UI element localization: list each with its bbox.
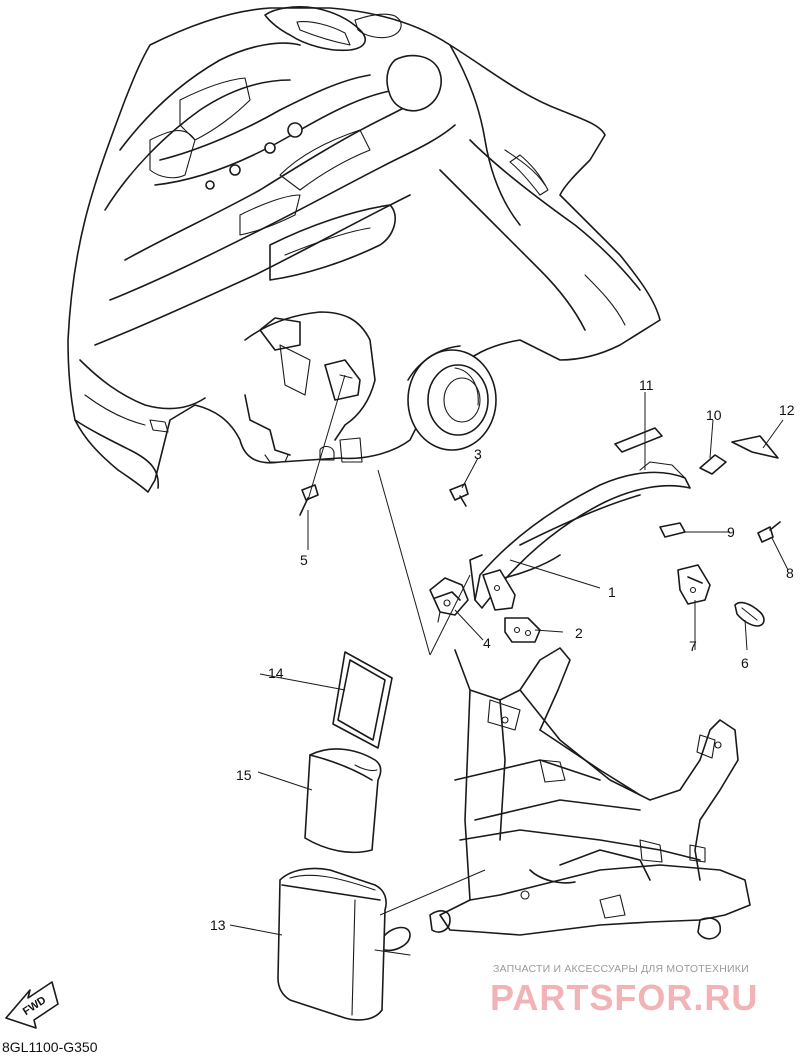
watermark: ЗАПЧАСТИ И АКСЕССУАРЫ ДЛЯ МОТОТЕХНИКИ PA… — [490, 963, 758, 1018]
callout-7: 7 — [689, 638, 697, 654]
watermark-brand: PARTSFOR.RU — [490, 977, 758, 1018]
callout-15: 15 — [236, 767, 252, 783]
part-6-reflector — [734, 601, 765, 627]
part-13-box — [277, 867, 411, 1021]
callout-2: 2 — [575, 625, 583, 641]
callout-4: 4 — [483, 635, 491, 651]
part-1-rear-fender — [469, 461, 691, 611]
front-cowl-assembly — [67, 6, 661, 493]
callout-6: 6 — [741, 655, 749, 671]
watermark-caption: ЗАПЧАСТИ И АКСЕССУАРЫ ДЛЯ МОТОТЕХНИКИ — [493, 963, 749, 975]
callout-labels: 1 2 3 4 5 6 7 8 9 10 11 12 13 14 15 — [210, 377, 795, 933]
part-14-panel — [332, 651, 393, 749]
callout-5: 5 — [300, 552, 308, 568]
part-15-cover — [304, 748, 382, 854]
callout-11: 11 — [639, 377, 654, 393]
part-8-bolt — [757, 521, 781, 543]
part-9-spacer — [659, 522, 686, 538]
part-2-bracket — [504, 617, 541, 643]
fwd-arrow: FWD — [5, 981, 59, 1029]
part-5-screw — [299, 484, 319, 516]
callout-3: 3 — [474, 446, 482, 462]
callout-1: 1 — [608, 584, 616, 600]
callout-14: 14 — [268, 665, 284, 681]
part-11-decal — [614, 427, 663, 453]
drawing-code: 8GL1100-G350 — [2, 1039, 98, 1055]
callout-10: 10 — [706, 407, 722, 423]
part-4-bracket — [429, 577, 469, 623]
callout-12: 12 — [779, 402, 795, 418]
callout-9: 9 — [727, 524, 735, 540]
part-12-decal — [731, 435, 779, 459]
frame-assembly — [429, 647, 751, 940]
callout-13: 13 — [210, 917, 226, 933]
part-3-rivet — [449, 483, 469, 507]
part-7-bracket — [677, 564, 711, 605]
part-10-decal — [699, 454, 727, 475]
callout-8: 8 — [786, 565, 794, 581]
leader-lines — [229, 374, 789, 936]
